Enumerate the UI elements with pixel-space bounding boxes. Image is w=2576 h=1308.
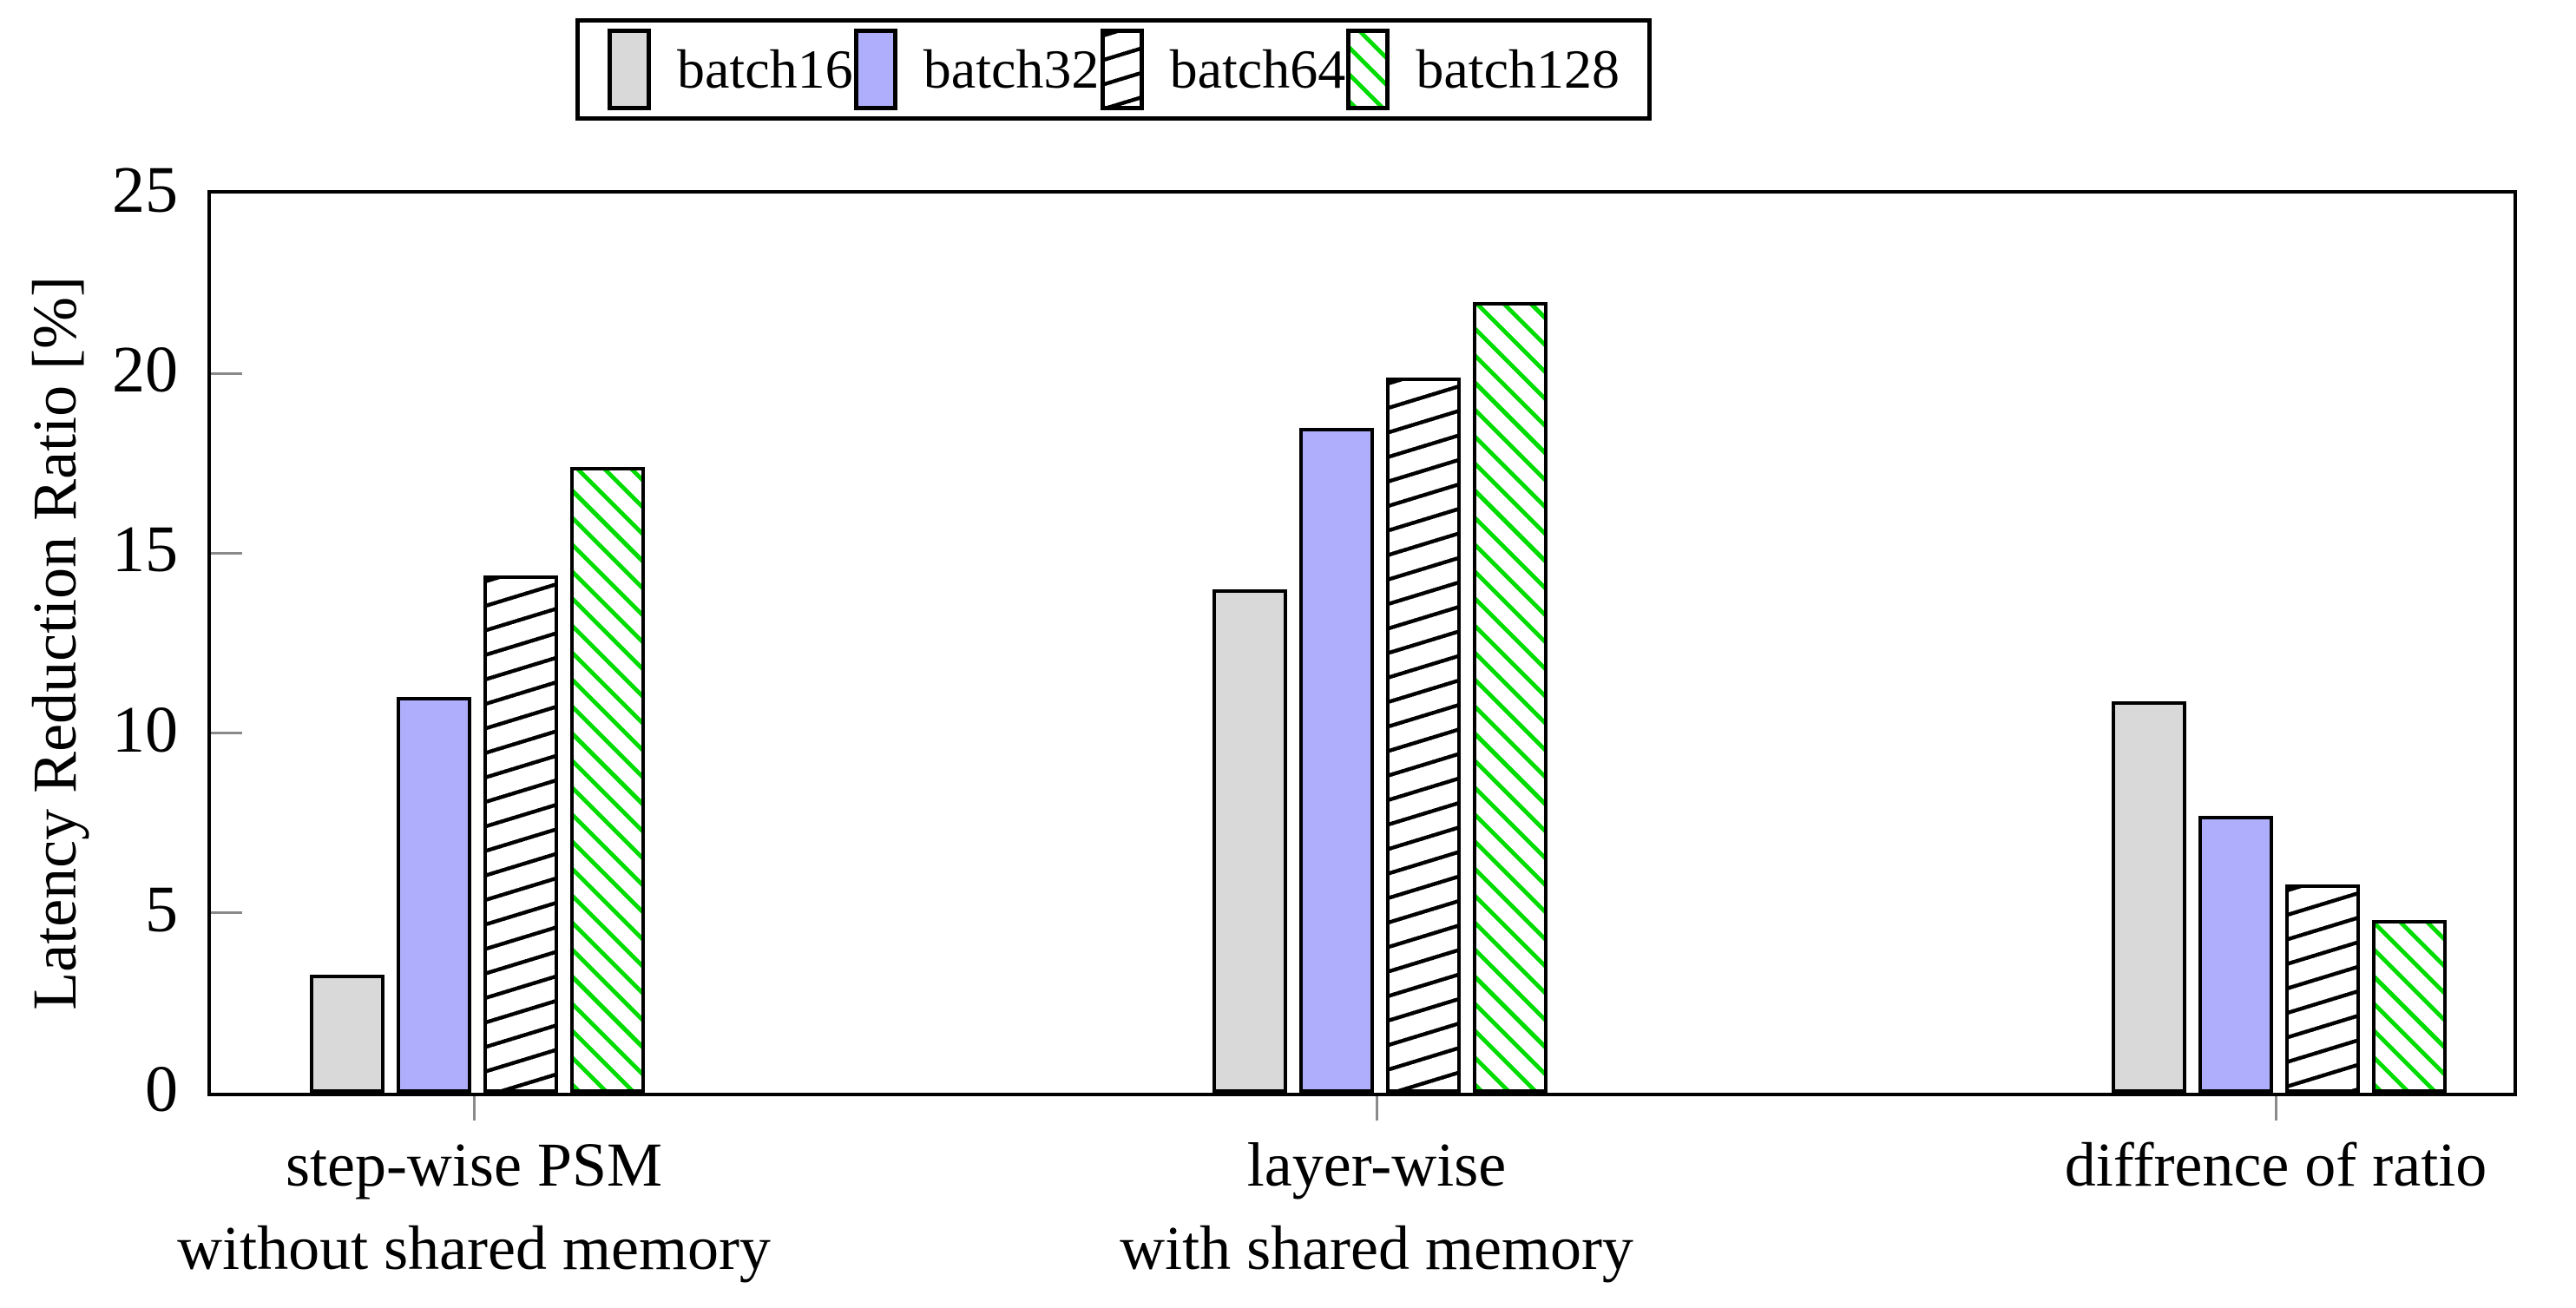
legend-swatch-batch32 bbox=[853, 29, 897, 110]
legend-label: batch16 bbox=[677, 38, 853, 100]
legend-item-batch128: batch128 bbox=[1346, 29, 1620, 110]
x-category-label-line: diffrence of ratio bbox=[2064, 1130, 2487, 1200]
bar-batch32-group3 bbox=[2198, 816, 2273, 1093]
x-tick-group1 bbox=[472, 1096, 476, 1121]
legend-label: batch64 bbox=[1169, 38, 1346, 100]
x-tick-group2 bbox=[1375, 1096, 1378, 1121]
legend-swatch-batch64 bbox=[1100, 29, 1144, 110]
x-category-label-line: step-wise PSM bbox=[285, 1130, 663, 1200]
x-category-label-line: without shared memory bbox=[177, 1213, 771, 1283]
x-category-label-group1: step-wise PSM without shared memory bbox=[177, 1123, 771, 1290]
plot-inner bbox=[211, 194, 2514, 1093]
legend-swatch-batch16 bbox=[608, 29, 651, 110]
y-axis-title: Latency Reduction Ratio [%] bbox=[7, 190, 102, 1096]
bar-batch16-group2 bbox=[1212, 589, 1287, 1093]
legend-item-batch32: batch32 bbox=[853, 29, 1100, 110]
y-tick-5 bbox=[211, 911, 242, 915]
bar-batch16-group1 bbox=[310, 974, 384, 1093]
legend-label: batch32 bbox=[923, 38, 1100, 100]
legend: batch16 batch32 batch64 batch128 bbox=[575, 18, 1652, 121]
bar-batch128-group1 bbox=[570, 467, 645, 1093]
legend-item-batch16: batch16 bbox=[608, 29, 853, 110]
bar-batch128-group3 bbox=[2372, 920, 2447, 1093]
y-tick-label-15: 15 bbox=[112, 513, 178, 587]
y-tick-label-10: 10 bbox=[112, 693, 178, 766]
x-tick-group3 bbox=[2274, 1096, 2277, 1121]
y-tick-15 bbox=[211, 551, 242, 555]
y-tick-label-25: 25 bbox=[112, 154, 178, 227]
bar-batch32-group1 bbox=[397, 697, 471, 1093]
x-category-label-group3: diffrence of ratio bbox=[2065, 1123, 2487, 1206]
bar-batch128-group2 bbox=[1473, 301, 1548, 1093]
bar-batch64-group2 bbox=[1386, 377, 1461, 1093]
legend-item-batch64: batch64 bbox=[1100, 29, 1346, 110]
y-tick-label-0: 0 bbox=[145, 1053, 178, 1126]
plot-area bbox=[207, 190, 2517, 1096]
y-tick-10 bbox=[211, 732, 242, 735]
x-category-label-line: layer-wise bbox=[1246, 1130, 1507, 1200]
y-tick-20 bbox=[211, 371, 242, 375]
legend-label: batch128 bbox=[1416, 38, 1620, 100]
bar-batch32-group2 bbox=[1299, 427, 1374, 1093]
y-tick-label-5: 5 bbox=[145, 872, 178, 946]
x-category-label-group2: layer-wise with shared memory bbox=[1120, 1123, 1633, 1290]
x-category-label-line: with shared memory bbox=[1120, 1213, 1633, 1283]
bar-batch16-group3 bbox=[2112, 700, 2186, 1093]
y-tick-label-20: 20 bbox=[112, 333, 178, 407]
legend-swatch-batch128 bbox=[1346, 29, 1390, 110]
bar-batch64-group3 bbox=[2285, 884, 2360, 1093]
bar-batch64-group1 bbox=[483, 575, 558, 1093]
